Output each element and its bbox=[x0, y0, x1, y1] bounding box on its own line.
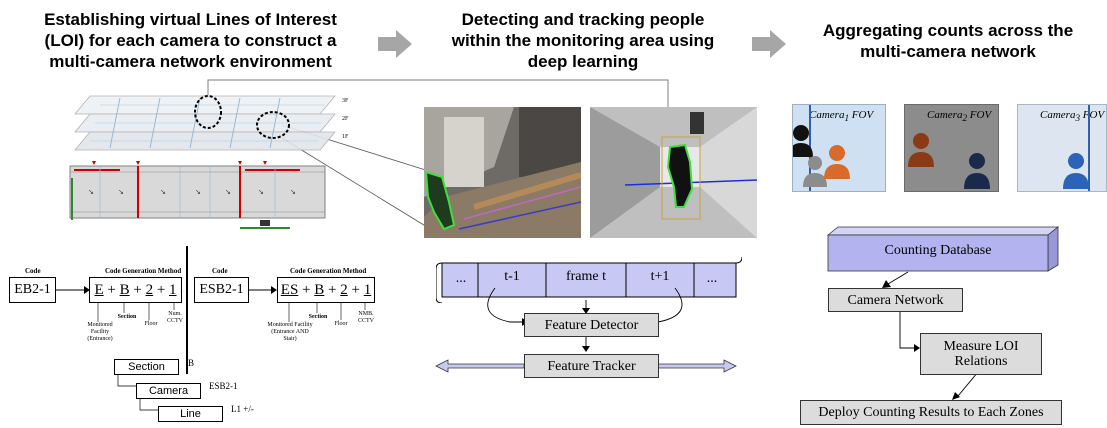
deploy-results-box: Deploy Counting Results to Each Zones bbox=[800, 400, 1062, 425]
code-heading-2: Code bbox=[212, 267, 228, 275]
hierarchy-section: Section bbox=[114, 359, 179, 375]
floor-label-1f: 1F bbox=[342, 134, 349, 140]
measure-loi-line-2: Relations bbox=[954, 354, 1008, 369]
code-value-2: ESB2-1 bbox=[199, 282, 244, 297]
counting-database-cylinder bbox=[826, 226, 1060, 272]
feature-detector-box: Feature Detector bbox=[524, 313, 659, 337]
formula-1-part-3: 2 bbox=[145, 281, 154, 298]
frame-cell-ellipsis-left: ... bbox=[455, 271, 467, 286]
hierarchy-camera-label: Camera bbox=[148, 385, 189, 397]
flow-arrows bbox=[882, 271, 979, 400]
formula-1-part-4: 1 bbox=[169, 281, 177, 298]
formula-2-part-1: ES bbox=[280, 281, 299, 298]
camera-fov-1: Camera1 FOV bbox=[792, 104, 886, 192]
formula-box-1: E + B + 2 + 1 bbox=[89, 277, 182, 303]
counting-database-label: Counting Database bbox=[884, 243, 992, 258]
code-heading-1: Code bbox=[25, 267, 41, 275]
middle-title-line-2: within the monitoring area using bbox=[451, 31, 715, 50]
camera-network-label: Camera Network bbox=[847, 292, 944, 308]
middle-title-line-1: Detecting and tracking people bbox=[461, 10, 705, 29]
camera-1-people-icons bbox=[793, 125, 850, 187]
formula-1-sub-section: Section bbox=[117, 314, 137, 320]
measure-loi-line-1: Measure LOI bbox=[943, 339, 1019, 354]
frame-cell-t: frame t bbox=[565, 269, 607, 284]
camera-2-people-icons bbox=[908, 133, 990, 189]
camera-3-people-icons bbox=[1063, 153, 1089, 189]
camera-frame-stairwell bbox=[424, 107, 581, 238]
right-title: Aggregating counts across the multi-came… bbox=[808, 20, 1088, 62]
building-floor-stack bbox=[74, 95, 336, 151]
formula-2-part-4: 1 bbox=[363, 281, 372, 298]
hierarchy-camera-value: ESB2-1 bbox=[209, 381, 238, 391]
feature-tracker-label: Feature Tracker bbox=[547, 358, 636, 374]
formula-1-leaders bbox=[97, 302, 175, 322]
code-method-heading-2: Code Generation Method bbox=[290, 267, 367, 275]
formula-2-part-2: B bbox=[314, 281, 325, 298]
svg-text:↘: ↘ bbox=[160, 189, 166, 196]
camera-fov-2: Camera2 FOV bbox=[904, 104, 999, 192]
code-box-esb2-1: ESB2-1 bbox=[194, 277, 249, 303]
frame-cell-ellipsis-right: ... bbox=[706, 271, 718, 286]
floor-label-3f: 3F bbox=[342, 98, 349, 104]
code-box-eb2-1: EB2-1 bbox=[9, 277, 56, 303]
hierarchy-line-value: L1 +/- bbox=[231, 404, 254, 414]
svg-text:↘: ↘ bbox=[258, 189, 264, 196]
camera-network-box: Camera Network bbox=[828, 288, 963, 312]
frame-strip bbox=[436, 257, 742, 303]
svg-text:↘: ↘ bbox=[290, 189, 296, 196]
code-method-heading-1: Code Generation Method bbox=[105, 267, 182, 275]
middle-title-line-3: deep learning bbox=[527, 52, 639, 71]
formula-2-sub-facility: Monitored Facility (Entrance AND Stair) bbox=[267, 322, 313, 342]
camera-2-label: Camera2 FOV bbox=[927, 109, 992, 124]
right-title-line-1: Aggregating counts across the bbox=[822, 21, 1074, 40]
formula-2-part-3: 2 bbox=[340, 281, 348, 298]
camera-fov-3: Camera3 FOV bbox=[1017, 104, 1107, 192]
formula-2-sub-floor: Floor bbox=[334, 321, 348, 327]
formula-2-sub-section: Section bbox=[308, 314, 328, 320]
code-value-1: EB2-1 bbox=[14, 282, 51, 297]
right-title-line-2: multi-camera network bbox=[860, 42, 1036, 61]
svg-text:↘: ↘ bbox=[88, 189, 94, 196]
svg-text:↘: ↘ bbox=[195, 189, 201, 196]
code-arrow-2 bbox=[249, 286, 277, 294]
middle-title: Detecting and tracking people within the… bbox=[438, 9, 728, 72]
frame-cell-t-minus-1: t-1 bbox=[504, 269, 520, 284]
left-title-line-2: (LOI) for each camera to construct a bbox=[44, 31, 337, 50]
formula-1-sub-floor: Floor bbox=[144, 321, 158, 327]
deploy-results-label: Deploy Counting Results to Each Zones bbox=[818, 405, 1044, 420]
code-divider bbox=[186, 246, 188, 374]
left-title: Establishing virtual Lines of Interest (… bbox=[18, 9, 363, 72]
hierarchy-camera: Camera bbox=[136, 383, 201, 399]
hierarchy-line-label: Line bbox=[180, 408, 201, 420]
hierarchy-line: Line bbox=[158, 406, 223, 422]
formula-1-part-1: E bbox=[94, 281, 104, 298]
step-arrow-2 bbox=[752, 30, 786, 58]
formula-2-sub-cctv: NMB. CCTV bbox=[357, 311, 374, 324]
hierarchy-section-value: B bbox=[188, 358, 195, 368]
hierarchy-section-label: Section bbox=[128, 361, 165, 373]
formula-box-2: ES + B + 2 + 1 bbox=[277, 277, 375, 303]
feature-detector-label: Feature Detector bbox=[544, 317, 639, 333]
frame-cell-t-plus-1: t+1 bbox=[650, 269, 670, 284]
left-title-line-1: Establishing virtual Lines of Interest bbox=[44, 10, 337, 29]
left-title-line-3: multi-camera network environment bbox=[49, 52, 332, 71]
formula-1-sub-cctv: Num. CCTV bbox=[166, 311, 183, 324]
step-arrow-1 bbox=[378, 30, 412, 58]
formula-1-sub-facility: Monitored Facility (Entrance) bbox=[87, 322, 113, 342]
floor-label-2f: 2F bbox=[342, 116, 349, 122]
measure-loi-box: Measure LOI Relations bbox=[920, 333, 1042, 375]
svg-text:↘: ↘ bbox=[118, 189, 124, 196]
formula-1-part-2: B bbox=[119, 281, 130, 298]
feature-tracker-box: Feature Tracker bbox=[524, 354, 659, 378]
svg-text:↘: ↘ bbox=[225, 189, 231, 196]
camera-1-label: Camera1 FOV bbox=[809, 109, 874, 124]
camera-frame-hallway bbox=[590, 107, 757, 238]
code-arrow-1 bbox=[56, 286, 90, 294]
formula-2-leaders bbox=[288, 302, 366, 322]
floor-plan: ↘ ↘ ↘ ↘ ↘ ↘ ↘ bbox=[69, 161, 326, 229]
